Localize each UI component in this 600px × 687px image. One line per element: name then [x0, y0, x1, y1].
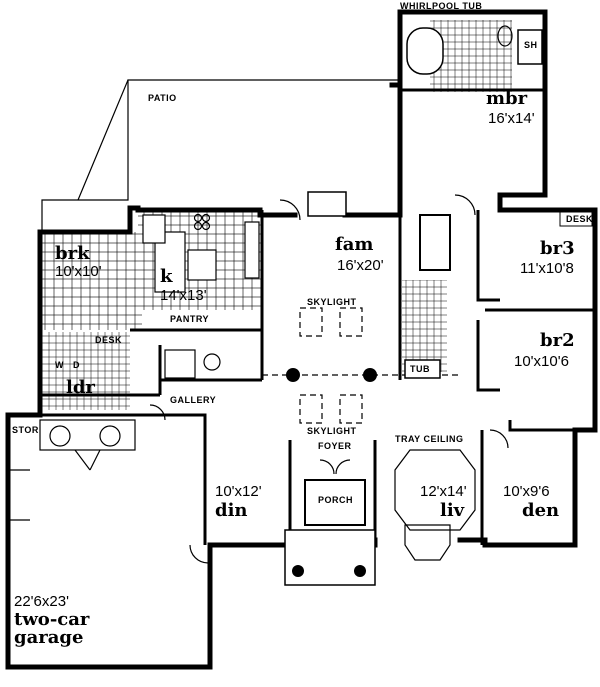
hall-bath-floor: [402, 280, 447, 372]
shower: [517, 29, 543, 65]
label-stor: STOR: [12, 425, 39, 435]
skylight-frame: [299, 307, 323, 337]
label-pantry: PANTRY: [170, 314, 209, 324]
room-size-k: 14'x13': [160, 287, 207, 304]
room-name-brk: brk: [55, 243, 90, 264]
door-swing: [279, 199, 301, 221]
whirlpool-tub: [406, 27, 444, 75]
room-size-mbr: 16'x14': [488, 110, 535, 127]
bay-window: [404, 524, 451, 561]
outer-wall-north-fam: [342, 202, 403, 218]
label-dryer: D: [73, 360, 80, 370]
room-name-k: k: [160, 266, 173, 287]
mbr-wall-west: [389, 82, 403, 208]
room-name-garage-line1: two-car: [14, 609, 90, 630]
door-swing: [319, 459, 335, 475]
label-porch: PORCH: [318, 495, 353, 505]
label-desk-kitchen: DESK: [95, 335, 122, 345]
door-swing: [489, 429, 509, 449]
column: [286, 368, 300, 382]
room-name-garage-line2: garage: [14, 627, 83, 648]
room-name-den: den: [522, 500, 559, 521]
storage-shelf: [39, 419, 136, 451]
room-size-fam: 16'x20': [337, 257, 384, 274]
room-name-din: din: [215, 500, 248, 521]
br3-wall: [476, 210, 500, 302]
room-size-br3: 11'x10'8: [520, 260, 574, 277]
label-patio: PATIO: [148, 93, 177, 103]
laundry-floor: [40, 332, 130, 410]
room-name-liv: liv: [440, 500, 465, 521]
closet: [419, 214, 451, 271]
label-desk-br3: DESK: [566, 214, 593, 224]
room-name-br2: br2: [540, 330, 575, 351]
label-skylight-bottom: SKYLIGHT: [307, 426, 357, 436]
label-whirlpool-tub: WHIRLPOOL TUB: [400, 1, 482, 11]
kitchen-island: [187, 249, 217, 281]
label-washer: W: [55, 360, 64, 370]
kitchen-fridge: [244, 221, 260, 279]
door-swing: [189, 544, 209, 564]
door-swing: [454, 194, 476, 216]
room-size-garage: 22'6x23': [14, 593, 69, 610]
room-size-liv: 12'x14': [420, 483, 467, 500]
room-size-den: 10'x9'6: [503, 483, 550, 500]
outer-wall-east: [497, 192, 598, 433]
kitchen-sink: [142, 214, 166, 244]
tub: [404, 359, 441, 379]
door-swing: [335, 459, 351, 475]
patio-outline: [41, 79, 400, 232]
patio-diagonal: [77, 79, 129, 201]
mbr-outer-wall: [397, 9, 548, 198]
column: [363, 368, 377, 382]
br2-wall: [476, 320, 500, 392]
fireplace: [307, 191, 347, 217]
skylight-frame: [299, 394, 323, 424]
skylight-frame: [339, 394, 363, 424]
room-size-din: 10'x12': [215, 483, 262, 500]
label-gallery: GALLERY: [170, 395, 216, 405]
porch: [304, 479, 366, 526]
room-name-ldr: ldr: [66, 377, 95, 398]
door-swing: [149, 404, 166, 421]
room-name-br3: br3: [540, 238, 575, 259]
label-skylight-top: SKYLIGHT: [307, 297, 357, 307]
label-sh: SH: [524, 40, 538, 50]
label-foyer: FOYER: [318, 441, 352, 451]
skylight-frame: [339, 307, 363, 337]
outer-wall-north-kitchen: [37, 205, 298, 235]
garage-north-wall: [8, 413, 207, 450]
den-north-wall: [508, 420, 575, 432]
room-size-br2: 10'x10'6: [514, 353, 569, 370]
brk-floor: [42, 232, 142, 330]
tray-ceiling: [394, 449, 476, 531]
room-name-fam: fam: [335, 234, 373, 255]
room-name-mbr: mbr: [486, 88, 528, 109]
room-size-brk: 10'x10': [55, 263, 102, 280]
label-tray-ceiling: TRAY CEILING: [395, 434, 464, 444]
label-tub: TUB: [410, 364, 430, 374]
